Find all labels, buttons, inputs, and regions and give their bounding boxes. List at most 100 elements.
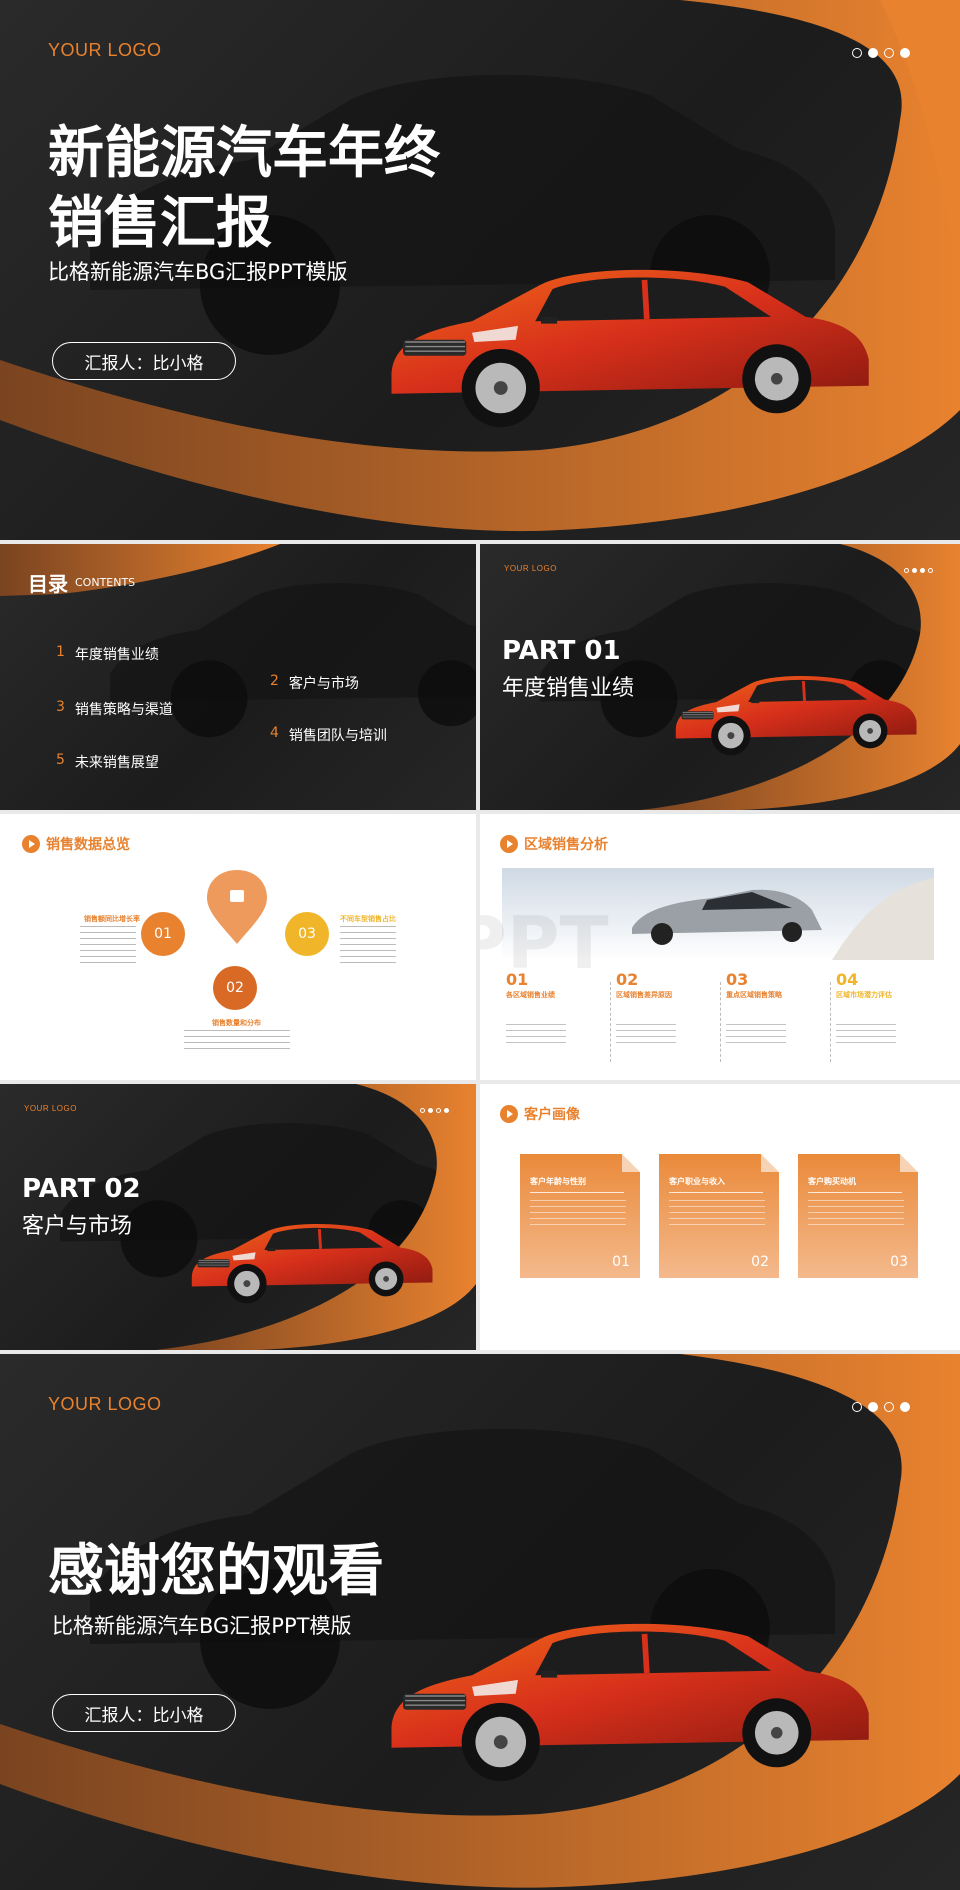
persona-slide: 客户画像 客户年龄与性别 01 客户职业与收入 02 客户购买动机 03 bbox=[480, 1084, 960, 1350]
overview-node-01: 01 bbox=[141, 912, 185, 956]
toc-label: 未来销售展望 bbox=[74, 755, 159, 771]
regional-num-03: 03 bbox=[726, 970, 749, 989]
regional-hero-image bbox=[502, 868, 934, 960]
toc-num: 2 bbox=[270, 673, 279, 689]
regional-text-02 bbox=[616, 1024, 676, 1048]
play-icon bbox=[500, 835, 518, 853]
persona-card-body bbox=[669, 1200, 765, 1230]
part1-pager-dots bbox=[904, 568, 933, 573]
overview-label-03: 不同车型销售占比 bbox=[340, 915, 396, 923]
overview-node-03: 03 bbox=[285, 912, 329, 956]
part1-red-car bbox=[674, 674, 918, 757]
pager-dot bbox=[884, 1402, 894, 1412]
toc-num: 3 bbox=[56, 699, 65, 715]
regional-divider bbox=[830, 982, 831, 1062]
cover-pager-dots bbox=[852, 48, 910, 58]
overview-pin-icon bbox=[207, 870, 267, 944]
persona-card-title: 客户职业与收入 bbox=[669, 1177, 725, 1186]
pager-dot bbox=[900, 1402, 910, 1412]
toc-label: 年度销售业绩 bbox=[74, 647, 159, 663]
part2-logo: YOUR LOGO bbox=[24, 1104, 77, 1113]
watermark-text: 比格PPT bbox=[480, 901, 609, 985]
pager-dot bbox=[868, 48, 878, 58]
overview-heading-text: 销售数据总览 bbox=[46, 837, 130, 853]
persona-card-num: 02 bbox=[751, 1254, 769, 1270]
part2-title: 客户与市场 bbox=[22, 1214, 133, 1239]
overview-text-01 bbox=[80, 926, 136, 966]
toc-num: 4 bbox=[270, 725, 279, 741]
toc-background-art bbox=[0, 544, 476, 738]
overview-heading: 销售数据总览 bbox=[22, 834, 130, 854]
regional-slide: 区域销售分析 01 各区域销售业绩 02 区域销售差异原因 03 重点区域销售策… bbox=[480, 814, 960, 1080]
part2-part-label: PART 02 bbox=[22, 1174, 141, 1204]
regional-text-01 bbox=[506, 1024, 566, 1048]
regional-num-01: 01 bbox=[506, 970, 529, 989]
regional-text-03 bbox=[726, 1024, 786, 1048]
part2-slide: YOUR LOGO PART 02 客户与市场 bbox=[0, 1084, 476, 1350]
regional-label-01: 各区域销售业绩 bbox=[506, 991, 555, 999]
play-icon bbox=[500, 1105, 518, 1123]
pager-dot bbox=[904, 568, 909, 573]
pager-dot bbox=[928, 568, 933, 573]
persona-card-num: 03 bbox=[890, 1254, 908, 1270]
closing-red-car bbox=[380, 1604, 900, 1844]
closing-title: 感谢您的观看 bbox=[48, 1539, 384, 1604]
toc-item-2[interactable]: 2 客户与市场 bbox=[270, 673, 359, 693]
cover-title-line1: 新能源汽车年终 bbox=[48, 121, 440, 186]
cover-title-line2: 销售汇报 bbox=[48, 191, 272, 256]
cover-background-art bbox=[0, 0, 960, 532]
part1-part-label: PART 01 bbox=[502, 636, 621, 666]
toc-heading: 目录 bbox=[28, 572, 68, 596]
regional-heading: 区域销售分析 bbox=[500, 834, 608, 854]
pager-dot bbox=[852, 1402, 862, 1412]
persona-card-body bbox=[530, 1200, 626, 1230]
toc-item-5[interactable]: 5 未来销售展望 bbox=[56, 752, 159, 772]
regional-label-04: 区域市场潜力评估 bbox=[836, 991, 892, 999]
card-divider bbox=[669, 1192, 763, 1193]
cover-presenter-pill: 汇报人：比小格 bbox=[52, 342, 236, 380]
persona-card-2: 客户职业与收入 02 bbox=[659, 1154, 779, 1278]
overview-label-01: 销售额同比增长率 bbox=[84, 915, 140, 923]
pager-dot bbox=[900, 48, 910, 58]
regional-divider bbox=[720, 982, 721, 1062]
toc-label: 销售策略与渠道 bbox=[74, 702, 173, 718]
part1-slide: YOUR LOGO PART 01 年度销售业绩 bbox=[480, 544, 960, 810]
persona-card-title: 客户购买动机 bbox=[808, 1177, 856, 1186]
pager-dot bbox=[428, 1108, 433, 1113]
overview-text-02 bbox=[184, 1030, 290, 1052]
closing-logo: YOUR LOGO bbox=[48, 1394, 162, 1414]
pager-dot bbox=[444, 1108, 449, 1113]
cover-slide: YOUR LOGO 新能源汽车年终 销售汇报 比格新能源汽车BG汇报PPT模版 … bbox=[0, 0, 960, 540]
part2-red-car bbox=[190, 1222, 434, 1305]
pager-dot bbox=[912, 568, 917, 573]
cover-red-car bbox=[380, 250, 900, 490]
overview-label-02: 销售数量和分布 bbox=[212, 1019, 261, 1027]
persona-card-3: 客户购买动机 03 bbox=[798, 1154, 918, 1278]
card-fold bbox=[900, 1154, 918, 1172]
regional-label-03: 重点区域销售策略 bbox=[726, 991, 782, 999]
card-divider bbox=[808, 1192, 902, 1193]
part1-title: 年度销售业绩 bbox=[502, 676, 635, 701]
card-fold bbox=[622, 1154, 640, 1172]
toc-label: 销售团队与培训 bbox=[288, 728, 387, 744]
overview-text-03 bbox=[340, 926, 396, 966]
toc-num: 5 bbox=[56, 752, 65, 768]
pager-dot bbox=[420, 1108, 425, 1113]
regional-divider bbox=[610, 982, 611, 1062]
pager-dot bbox=[436, 1108, 441, 1113]
regional-num-04: 04 bbox=[836, 970, 859, 989]
closing-pager-dots bbox=[852, 1402, 910, 1412]
toc-item-4[interactable]: 4 销售团队与培训 bbox=[270, 725, 387, 745]
toc-label: 客户与市场 bbox=[288, 676, 359, 692]
pager-dot bbox=[884, 48, 894, 58]
closing-presenter-pill: 汇报人：比小格 bbox=[52, 1694, 236, 1732]
card-divider bbox=[530, 1192, 624, 1193]
part2-pager-dots bbox=[420, 1108, 449, 1113]
pager-dot bbox=[920, 568, 925, 573]
cover-subtitle: 比格新能源汽车BG汇报PPT模版 bbox=[48, 260, 348, 284]
toc-item-3[interactable]: 3 销售策略与渠道 bbox=[56, 699, 173, 719]
card-fold bbox=[761, 1154, 779, 1172]
regional-label-02: 区域销售差异原因 bbox=[616, 991, 672, 999]
